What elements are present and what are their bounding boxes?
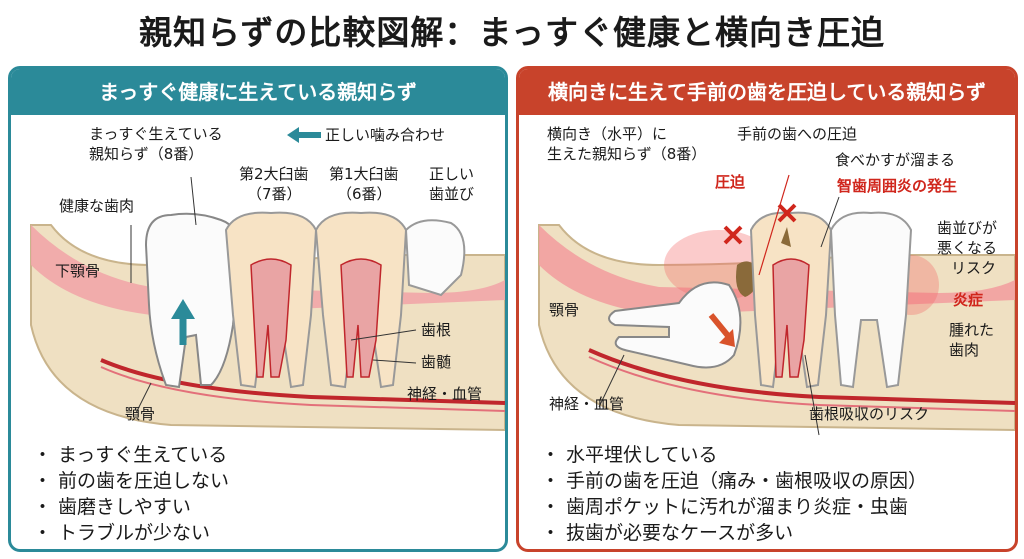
label-mandible: 下顎骨 <box>55 262 101 280</box>
label-nerve: 神経・血管 <box>549 395 625 413</box>
label-second-molar-1: 第2大臼歯 <box>239 165 309 183</box>
leader-wisdom <box>190 176 197 226</box>
label-correct-bite: 正しい噛み合わせ <box>325 126 446 144</box>
label-misalignment-3: リスク <box>951 259 997 277</box>
first-molar <box>314 211 408 389</box>
label-food-debris: 食べかすが溜まる <box>835 151 956 169</box>
label-jawbone: 顎骨 <box>125 405 156 423</box>
bullet-item: ・手前の歯を圧迫（痛み・歯根吸収の原因） <box>541 470 928 492</box>
label-alignment-2: 歯並び <box>429 185 475 203</box>
nerve-line <box>100 358 505 405</box>
second-molar <box>224 211 318 389</box>
bullet-item: ・トラブルが少ない <box>33 522 211 544</box>
first-molar <box>829 211 913 389</box>
label-swollen-gum-2: 歯肉 <box>949 341 980 359</box>
label-pressure: 圧迫 <box>715 173 746 191</box>
label-nerve: 神経・血管 <box>407 385 483 403</box>
label-root: 歯根 <box>421 321 452 339</box>
bullet-item: ・水平埋伏している <box>541 444 718 466</box>
cross-icon <box>777 203 797 223</box>
leader-nerve <box>598 354 625 408</box>
leader-jawbone <box>135 382 152 414</box>
label-jawbone: 顎骨 <box>549 301 580 319</box>
cross-icon <box>723 225 743 245</box>
panel-header-healthy: まっすぐ健康に生えている親知らず <box>11 69 505 115</box>
label-misalignment-2: 悪くなる <box>937 239 998 257</box>
impacted-teeth-illustration <box>538 174 1015 436</box>
arrow-up-icon <box>171 299 195 345</box>
page-title: 親知らずの比較図解：まっすぐ健康と横向き圧迫 <box>138 13 886 52</box>
label-wisdom-tooth-1: まっすぐ生えている <box>89 125 223 143</box>
label-swollen-gum-1: 腫れた <box>949 321 995 339</box>
label-inflammation: 炎症 <box>953 291 984 309</box>
nerve-line <box>588 348 1015 405</box>
label-pericoronitis: 智歯周囲炎の発生 <box>837 177 958 195</box>
second-molar-pressed <box>749 211 833 389</box>
arrow-down-icon <box>719 329 735 347</box>
leader-debris <box>820 196 840 248</box>
label-first-molar-2: （6番） <box>337 185 392 203</box>
bullet-item: ・歯周ポケットに汚れが溜まり炎症・虫歯 <box>541 496 909 518</box>
arrow-left-icon <box>287 127 321 143</box>
panel-header-impacted: 横向きに生えて手前の歯を圧迫している親知らず <box>519 69 1015 115</box>
nerve-line-2 <box>588 356 1015 412</box>
label-resorption: 歯根吸収のリスク <box>809 405 930 423</box>
label-healthy-gum: 健康な歯肉 <box>59 197 135 215</box>
label-wisdom-tooth-2: 親知らず（8番） <box>89 145 204 163</box>
label-first-molar-1: 第1大臼歯 <box>329 165 399 183</box>
label-horizontal-wisdom-1: 横向き（水平）に <box>547 125 668 143</box>
label-second-molar-2: （7番） <box>247 185 302 203</box>
bullet-item: ・まっすぐ生えている <box>33 444 228 466</box>
leader-pressure <box>758 174 790 276</box>
leader-root <box>350 329 417 341</box>
leader-pulp <box>372 359 417 364</box>
bullet-item: ・歯磨きしやすい <box>33 496 191 518</box>
label-horizontal-wisdom-2: 生えた親知らず（8番） <box>547 145 707 163</box>
nerve-line-2 <box>100 366 505 412</box>
label-pressure-front: 手前の歯への圧迫 <box>737 125 858 143</box>
bullet-item: ・抜歯が必要なケースが多い <box>541 522 794 544</box>
front-tooth <box>404 219 466 297</box>
bullet-item: ・前の歯を圧迫しない <box>33 470 230 492</box>
panel-impacted: 横向きに生えて手前の歯を圧迫している親知らず <box>516 66 1018 552</box>
panel-healthy: まっすぐ健康に生えている親知らず <box>8 66 508 552</box>
wisdom-tooth-horizontal <box>608 281 742 369</box>
label-alignment-1: 正しい <box>429 165 475 183</box>
label-misalignment-1: 歯並びが <box>937 219 998 237</box>
healthy-teeth-illustration <box>30 176 505 432</box>
leader-resorption <box>804 354 820 436</box>
label-pulp: 歯髄 <box>421 353 452 371</box>
